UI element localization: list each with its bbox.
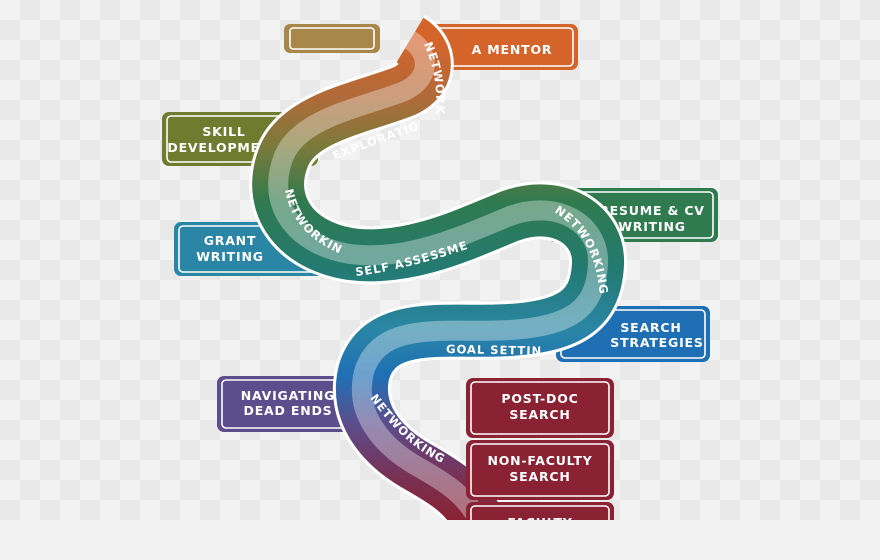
bottom-crop-strip	[0, 520, 880, 560]
box-resume-cv-writing-line1: RESUME & CV	[599, 203, 705, 218]
box-skill-development-line2: DEVELOPMENT	[167, 140, 280, 155]
box-skill-development-line1: SKILL	[202, 124, 245, 139]
box-navigating-dead-ends-line2: DEAD ENDS	[244, 403, 333, 418]
box-post-doc-search: POST-DOC SEARCH	[466, 378, 614, 438]
box-post-doc-search-line1: POST-DOC	[501, 391, 578, 406]
box-grant-writing-line1: GRANT	[204, 233, 257, 248]
box-navigating-dead-ends-line1: NAVIGATING	[241, 388, 335, 403]
box-non-faculty-search: NON-FACULTY SEARCH	[466, 440, 614, 500]
box-non-faculty-search-line2: SEARCH	[509, 469, 570, 484]
mentor-box-top-partial	[284, 24, 380, 53]
box-search-strategies-line1: SEARCH	[620, 320, 681, 335]
box-mentor-label: A MENTOR	[472, 42, 553, 57]
career-road	[249, 15, 627, 535]
box-non-faculty-search-line1: NON-FACULTY	[487, 453, 592, 468]
box-resume-cv-writing-line2: WRITING	[618, 219, 686, 234]
box-search-strategies-line2: STRATEGIES	[610, 335, 703, 350]
box-mentor: A MENTOR	[418, 24, 578, 70]
box-post-doc-search-line2: SEARCH	[509, 407, 570, 422]
box-grant-writing-line2: WRITING	[196, 249, 264, 264]
